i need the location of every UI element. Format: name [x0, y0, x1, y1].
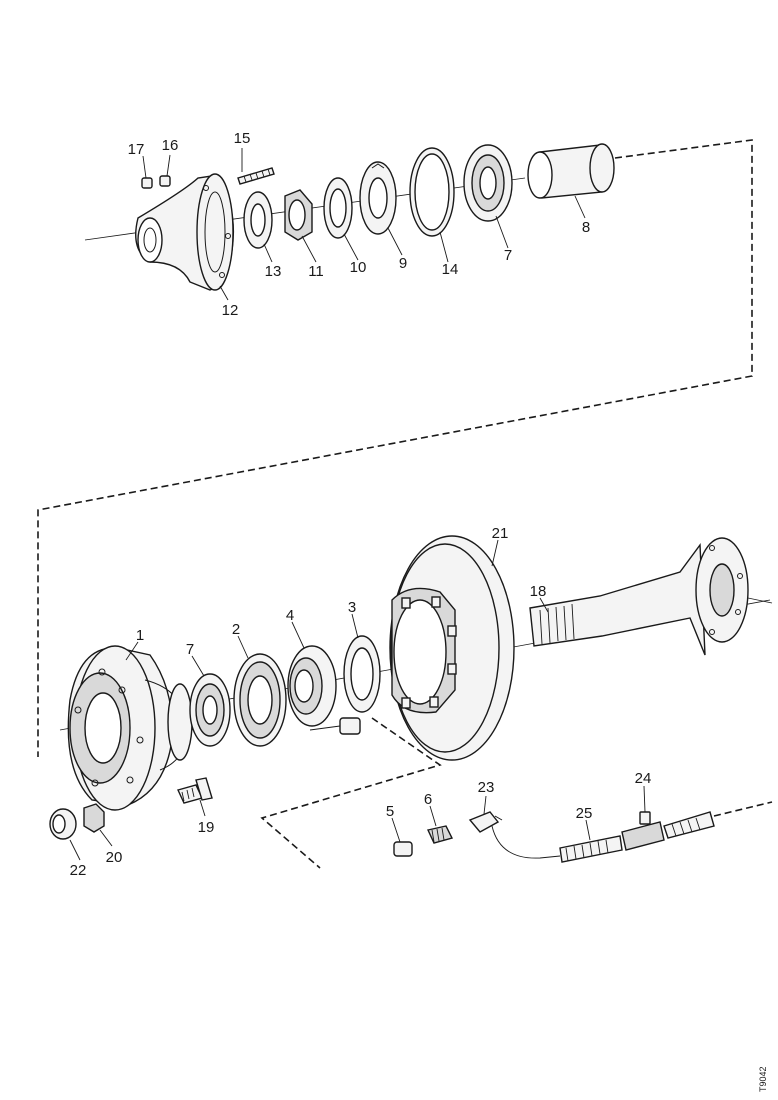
callout-13: 13	[265, 263, 282, 280]
callout-7-lower: 7	[186, 641, 194, 658]
callout-21: 21	[492, 525, 509, 542]
leader-lines	[69, 148, 646, 861]
callout-5: 5	[386, 803, 394, 820]
part-4-bearing-race	[287, 645, 337, 727]
callout-4: 4	[286, 607, 294, 624]
part-10-ring	[323, 177, 353, 239]
callout-8: 8	[582, 219, 590, 236]
sensor-group-dashed-outline	[260, 717, 442, 869]
part-8-sleeve	[527, 143, 615, 199]
part-6-bushing	[427, 825, 454, 844]
part-15-stud	[237, 167, 275, 185]
part-21-brake-disc	[389, 535, 515, 761]
sensor-holder-bracket	[309, 717, 361, 735]
callout-3: 3	[348, 599, 356, 616]
part-20-nut	[83, 803, 105, 833]
callout-18: 18	[530, 583, 547, 600]
part-9-lock-plate	[359, 161, 397, 235]
callout-20: 20	[106, 849, 123, 866]
callout-16: 16	[162, 137, 179, 154]
part-5-sleeve	[393, 841, 413, 857]
callout-14: 14	[442, 261, 459, 278]
part-2-toothed-ring	[233, 653, 287, 747]
callout-6: 6	[424, 791, 432, 808]
callout-2: 2	[232, 621, 240, 638]
part-17-screw	[141, 177, 153, 189]
part-19-wheel-bolt	[177, 777, 213, 804]
callout-17: 17	[128, 141, 145, 158]
part-7-bearing-upper	[463, 144, 513, 222]
part-11-nut	[284, 189, 313, 241]
callout-15: 15	[234, 130, 251, 147]
callout-22: 22	[70, 862, 87, 879]
callout-23: 23	[478, 779, 495, 796]
callout-1: 1	[136, 627, 144, 644]
part-13-seal	[243, 191, 273, 249]
callout-12: 12	[222, 302, 239, 319]
part-18-axle-shaft	[529, 537, 773, 656]
part-23-abs-sensor	[468, 811, 561, 859]
part-7-bearing-lower	[189, 673, 231, 747]
part-12-carrier	[135, 173, 235, 291]
callout-19: 19	[198, 819, 215, 836]
callout-11: 11	[308, 263, 324, 280]
callout-10: 10	[350, 259, 367, 276]
part-3-seal-ring	[343, 635, 381, 713]
part-25-cable-sleeve	[559, 835, 623, 863]
callout-24: 24	[635, 770, 652, 787]
callout-25: 25	[576, 805, 593, 822]
document-reference-code: T9042	[758, 1066, 768, 1092]
part-16-screw	[159, 175, 171, 187]
part-14-snap-ring	[409, 147, 455, 237]
part-1-wheel-hub	[67, 645, 193, 811]
assembly-connector-dashed-line	[37, 139, 753, 757]
part-22-cap-nut	[49, 808, 77, 840]
callout-7-upper: 7	[504, 247, 512, 264]
part-24-connector	[621, 801, 773, 851]
callout-9: 9	[399, 255, 407, 272]
